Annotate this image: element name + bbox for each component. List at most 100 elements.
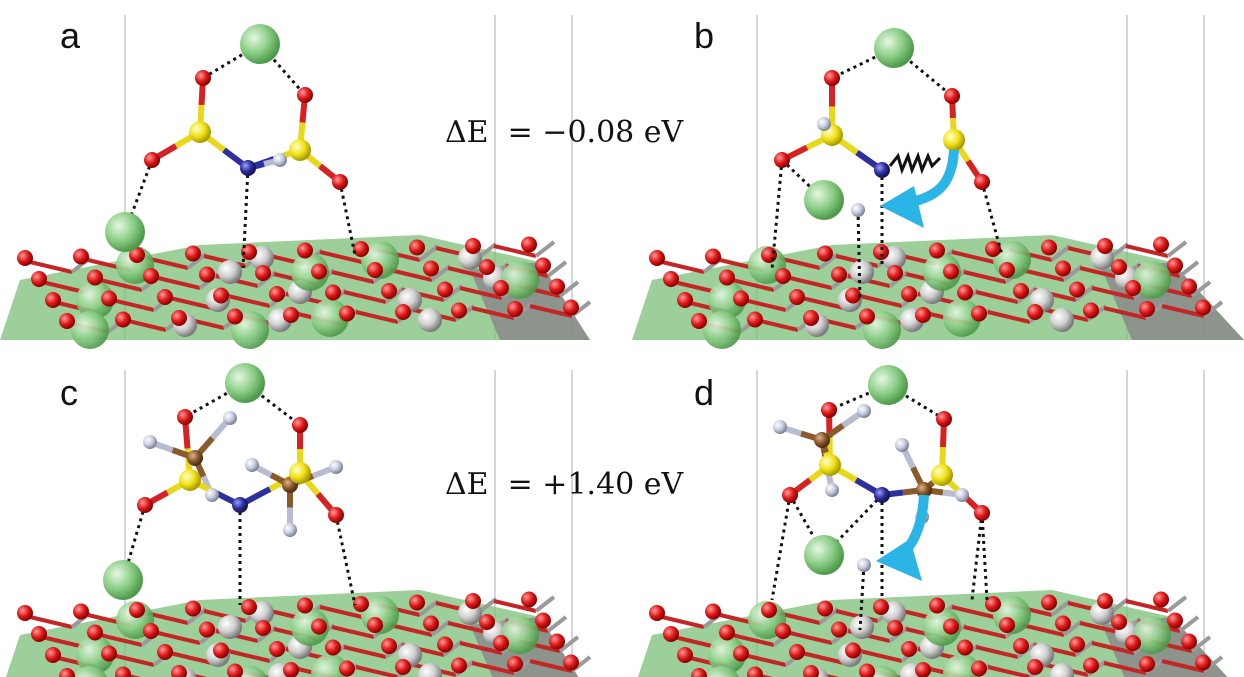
oxygen-atom — [845, 642, 861, 659]
slab-bond — [1074, 639, 1096, 657]
slab-bond — [558, 280, 580, 298]
oxygen-atom — [944, 88, 960, 104]
cation-atom — [76, 281, 114, 319]
panel-label-c: c — [60, 372, 78, 413]
oxygen-atom — [1069, 636, 1085, 653]
oxygen-atom — [87, 269, 103, 286]
panel-c — [6, 363, 592, 677]
slab-bond — [389, 623, 433, 637]
slab-bond — [493, 244, 537, 258]
slab-bond — [546, 615, 568, 633]
oxygen-atom — [821, 402, 837, 418]
oxygen-atom — [45, 292, 61, 308]
slab-bond — [1079, 266, 1123, 280]
oxygen-atom — [115, 666, 131, 677]
slab-bond — [731, 633, 775, 647]
oxygen-atom — [395, 304, 411, 320]
slab-bond — [169, 651, 213, 665]
slab-bond — [41, 635, 85, 649]
oxygen-atom — [971, 660, 987, 677]
oxygen-atom — [677, 647, 693, 663]
oxygen-atom — [999, 617, 1015, 633]
sulfur-atom — [289, 462, 311, 484]
oxygen-atom — [409, 239, 425, 256]
oxygen-atom — [241, 244, 257, 260]
slab-bond — [1190, 635, 1212, 653]
hydrogen-atom — [283, 523, 297, 537]
oxygen-atom — [873, 599, 889, 615]
oxygen-atom — [535, 612, 551, 629]
hydrogen-atom — [857, 404, 871, 418]
oxygen-atom — [1027, 304, 1043, 320]
cation-atom — [868, 365, 908, 405]
oxygen-atom — [845, 287, 861, 304]
oxygen-atom — [241, 599, 257, 615]
oxygen-atom — [339, 305, 355, 322]
oxygen-atom — [974, 174, 990, 190]
oxygen-atom — [332, 174, 348, 190]
oxygen-atom — [563, 299, 579, 316]
slab-bond — [447, 621, 491, 635]
oxygen-atom — [1181, 633, 1197, 650]
cation-atom — [240, 24, 280, 64]
slab-bond — [111, 298, 155, 312]
oxygen-atom — [328, 507, 344, 523]
oxygen-atom — [395, 659, 411, 675]
slab-bond — [859, 294, 903, 308]
oxygen-atom — [1069, 281, 1085, 298]
bond-break-zigzag — [888, 151, 942, 175]
carbon-atom — [814, 432, 830, 448]
oxygen-atom — [549, 633, 565, 650]
slab-bond — [169, 296, 213, 310]
oxygen-atom — [691, 668, 707, 677]
slab-bond — [442, 639, 464, 657]
slab-bond — [471, 661, 515, 675]
oxygen-atom — [325, 639, 341, 656]
oxygen-atom — [649, 605, 665, 621]
slab-bond — [546, 260, 568, 278]
oxygen-atom — [255, 620, 271, 636]
slab-bond — [442, 284, 464, 302]
slab-bond — [1050, 599, 1072, 617]
coordination-line — [241, 167, 250, 269]
slab-bond — [558, 635, 580, 653]
oxygen-atom — [1097, 238, 1113, 254]
slab-bond — [534, 240, 556, 258]
slab-bond — [459, 286, 503, 300]
sulfur-atom — [819, 454, 841, 476]
oxygen-atom — [985, 596, 1001, 612]
nitrogen-atom — [874, 162, 890, 178]
oxygen-atom — [269, 641, 285, 657]
oxygen-atom — [1013, 283, 1029, 299]
oxygen-atom — [171, 310, 187, 326]
carbon-atom — [187, 450, 203, 466]
sulfur-atom — [289, 139, 311, 161]
slab-bond — [818, 607, 840, 625]
panel-label-d: d — [694, 372, 715, 413]
oxygen-atom — [1041, 239, 1057, 256]
slab-bond — [1166, 240, 1188, 258]
slab-bond — [963, 625, 1007, 639]
slab-bond — [951, 605, 995, 619]
metal-atom — [418, 308, 442, 332]
hydrogen-atom — [817, 117, 831, 131]
slab-bond — [529, 304, 573, 318]
slab-bond — [1161, 304, 1205, 318]
oxygen-atom — [1139, 301, 1155, 317]
sulfur-atom — [189, 121, 211, 143]
oxygen-atom — [409, 594, 425, 611]
oxygen-atom — [521, 591, 537, 608]
oxygen-atom — [367, 262, 383, 278]
slab-bond — [471, 306, 515, 320]
oxygen-atom — [1195, 299, 1211, 316]
slab-bond — [186, 607, 208, 625]
slab-bond — [29, 260, 73, 274]
oxygen-atom — [803, 310, 819, 326]
oxygen-atom — [1097, 593, 1113, 609]
nitrogen-atom — [232, 497, 248, 513]
oxygen-atom — [747, 666, 763, 677]
slab-bond — [801, 651, 845, 665]
oxygen-atom — [195, 70, 211, 86]
oxygen-atom — [423, 260, 439, 277]
sulfur-atom — [943, 129, 965, 151]
